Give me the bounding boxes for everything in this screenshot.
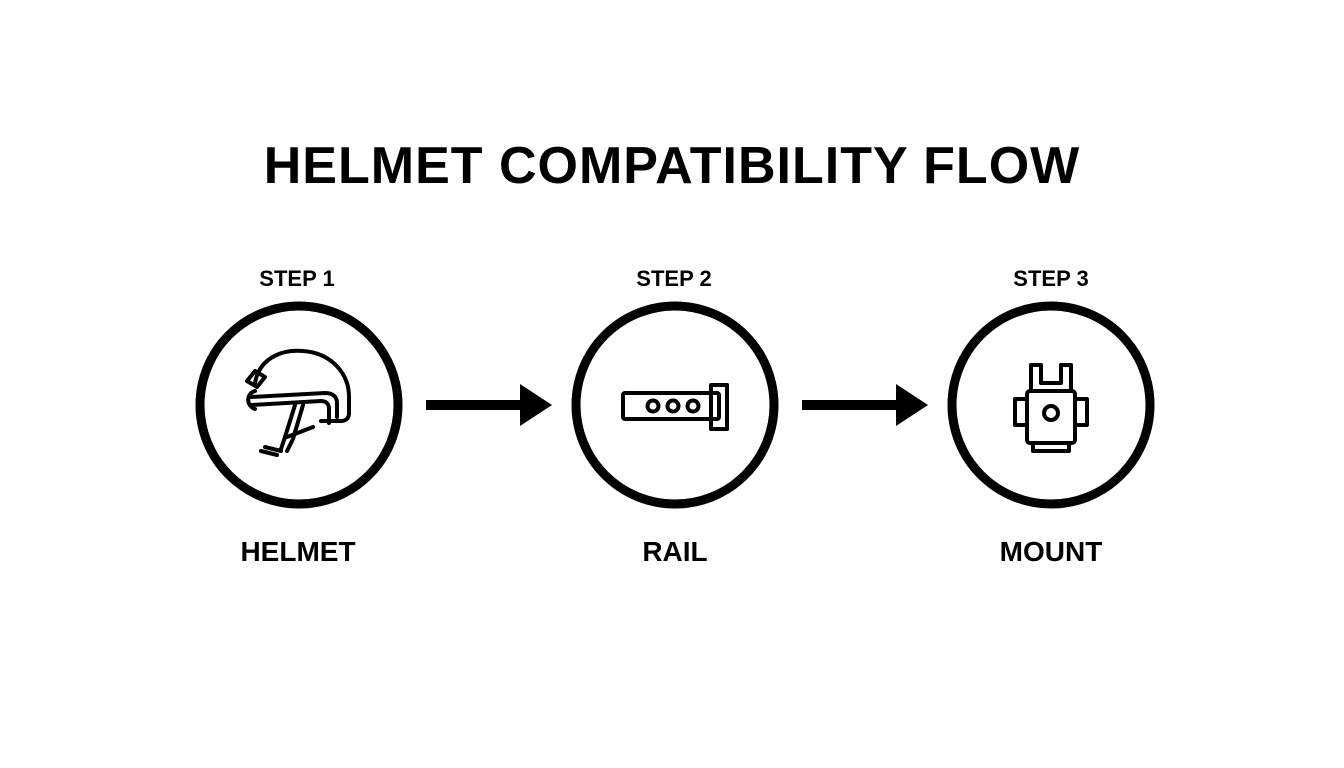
step-1-label: STEP 1 [259, 266, 335, 291]
step-3-node [947, 301, 1155, 509]
step-3-node-label: MOUNT [999, 536, 1103, 567]
step-1-node-label: HELMET [240, 536, 356, 567]
mount-icon [947, 301, 1155, 509]
step-2-node [571, 301, 779, 509]
diagram-title: HELMET COMPATIBILITY FLOW [263, 137, 1081, 195]
rail-icon [571, 301, 779, 509]
arrow-right-icon [426, 384, 552, 426]
helmet-icon [195, 301, 403, 509]
arrow-right-icon [802, 384, 928, 426]
step-1-node [195, 301, 403, 509]
step-2-label: STEP 2 [636, 266, 712, 291]
step-3-label: STEP 3 [1013, 266, 1089, 291]
step-2-node-label: RAIL [642, 536, 708, 567]
